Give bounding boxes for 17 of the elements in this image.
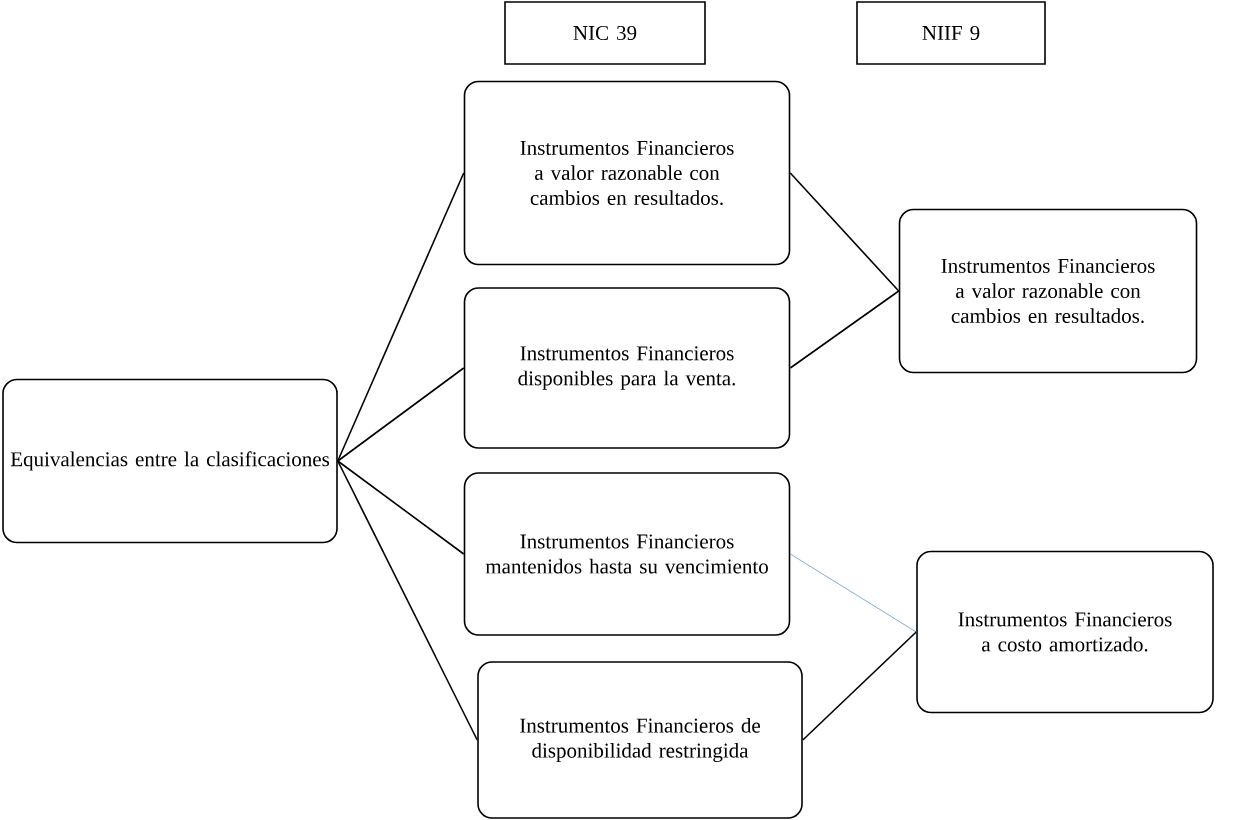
connector-line [337, 460, 465, 555]
rounded-box: Equivalencias entre la clasificaciones [2, 378, 338, 544]
header-box: NIIF 9 [856, 1, 1046, 65]
connector-line [337, 172, 465, 462]
rounded-box: Instrumentos Financieros a costo amortizado. [916, 550, 1214, 714]
header-box: NIC 39 [504, 1, 706, 65]
connector-line [789, 553, 917, 633]
rounded-box: Instrumentos Financieros a valor razonable con cambios en resultados. [463, 80, 791, 266]
connector-line [337, 460, 478, 741]
rounded-box: Instrumentos Financieros a valor razonable con cambios en resultados. [898, 208, 1198, 374]
connector-line [789, 290, 900, 369]
connector-line [802, 631, 917, 741]
rounded-box: Instrumentos Financieros de disponibilidad restringida [477, 661, 803, 819]
rounded-box: Instrumentos Financieros mantenidos hasta su vencimiento [463, 472, 791, 636]
connector-line [789, 172, 900, 292]
connector-line [337, 367, 465, 462]
rounded-box: Instrumentos Financieros disponibles para la venta. [463, 287, 791, 449]
